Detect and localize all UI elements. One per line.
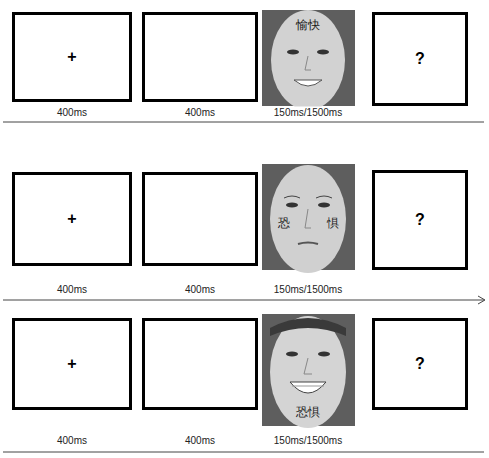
frame-symbol: + — [67, 48, 76, 66]
frame-symbol: + — [67, 210, 76, 228]
response-frame: ? — [372, 12, 468, 106]
duration-label: 400ms — [55, 435, 89, 446]
face-photo — [262, 314, 355, 428]
nose — [305, 56, 311, 70]
grin-mouth — [290, 382, 326, 393]
frame-symbol: ? — [415, 50, 425, 68]
eye — [286, 203, 298, 208]
hair — [270, 318, 346, 336]
face-skin — [271, 10, 345, 110]
timeline-line — [3, 122, 484, 123]
nose — [305, 209, 311, 228]
face-stimulus: 愉快150ms/1500ms — [262, 10, 355, 106]
eye — [287, 50, 299, 55]
blank-frame: 400ms — [142, 172, 258, 266]
eye — [317, 50, 329, 55]
frame-symbol: ? — [415, 355, 425, 373]
duration-label: 400ms — [183, 435, 217, 446]
eye — [286, 352, 298, 357]
duration-label: 400ms — [183, 284, 217, 295]
response-frame: ? — [372, 318, 468, 410]
face-stimulus: 恐惧150ms/1500ms — [262, 314, 355, 426]
emotion-word: 恐 — [278, 217, 290, 230]
duration-label: 150ms/1500ms — [272, 435, 344, 446]
fixation-frame: +400ms — [12, 172, 132, 266]
nose — [304, 358, 312, 374]
emotion-word: 愉快 — [296, 19, 320, 32]
fixation-frame: +400ms — [12, 12, 132, 102]
face-photo — [262, 10, 355, 110]
emotion-word: 恐惧 — [296, 406, 320, 419]
face-photo — [262, 164, 355, 273]
timeline-line — [3, 452, 484, 453]
blank-frame: 400ms — [142, 318, 258, 410]
arrow-head — [478, 296, 485, 304]
timeline-arrows — [3, 122, 485, 452]
blank-frame: 400ms — [142, 12, 258, 102]
duration-label: 400ms — [55, 284, 89, 295]
response-frame: ? — [372, 170, 468, 270]
smile-mouth — [294, 80, 322, 86]
face-skin — [270, 165, 346, 273]
face-skin — [270, 316, 346, 428]
eye — [318, 203, 330, 208]
duration-label: 150ms/1500ms — [272, 107, 344, 118]
mouth — [298, 243, 318, 245]
teeth-line — [292, 386, 324, 387]
duration-label: 400ms — [183, 107, 217, 118]
eye — [318, 352, 330, 357]
frame-symbol: + — [67, 355, 76, 373]
fixation-frame: +400ms — [12, 318, 132, 410]
frame-symbol: ? — [415, 211, 425, 229]
eyebrows — [284, 196, 332, 198]
timeline-line — [3, 300, 484, 301]
duration-label: 400ms — [55, 107, 89, 118]
emotion-word: 惧 — [327, 217, 339, 230]
face-stimulus: 恐惧150ms/1500ms — [262, 164, 355, 270]
duration-label: 150ms/1500ms — [272, 284, 344, 295]
